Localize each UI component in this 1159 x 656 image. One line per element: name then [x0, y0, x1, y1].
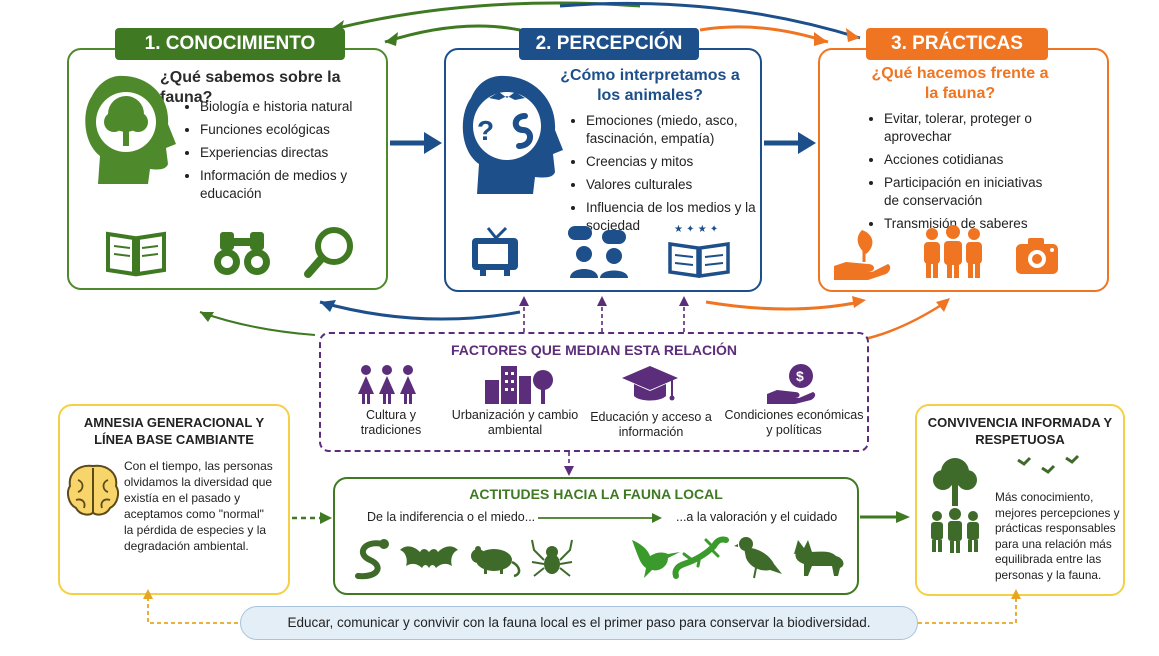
- arrow-perception-to-practices: [764, 132, 816, 154]
- list-item: Acciones cotidianas: [884, 151, 1059, 169]
- factor-culture: Cultura y tradiciones: [360, 408, 422, 437]
- top-connector-arrows: [329, 1, 861, 46]
- footer-banner: [240, 606, 918, 640]
- attitudes-panel: [333, 477, 859, 595]
- svg-text:★ ✦ ★ ✦: ★ ✦ ★ ✦: [674, 224, 718, 235]
- list-item: Influencia de los medios y la sociedad: [586, 199, 766, 235]
- practices-list: Evitar, tolerar, proteger o aprovechar A…: [870, 110, 1059, 238]
- factor-urbanization: Urbanización y cambio ambiental: [451, 408, 579, 437]
- head-tree-icon: [85, 75, 176, 184]
- list-item: Funciones ecológicas: [200, 121, 390, 139]
- coexistence-title: CONVIVENCIA INFORMADA Y RESPETUOSA: [927, 415, 1113, 447]
- amnesia-to-attitudes-arrow: [292, 512, 332, 524]
- head-thought-icon: ?: [462, 75, 563, 194]
- svg-text:$: $: [796, 368, 804, 384]
- fox-icon: [794, 540, 844, 576]
- amnesia-text: Con el tiempo, las personas olvidamos la…: [124, 459, 273, 553]
- brain-icon: [67, 464, 119, 516]
- attitudes-to: ...a la valoración y el cuidado: [676, 510, 838, 524]
- hand-plant-icon: [834, 230, 891, 280]
- gecko-icon: [672, 536, 729, 579]
- svg-text:?: ?: [477, 115, 494, 146]
- hummingbird-icon: [632, 540, 680, 578]
- perception-question: ¿Cómo interpretamos a los animales?: [560, 67, 740, 104]
- list-item: Participación en iniciativas de conserva…: [884, 174, 1059, 210]
- footer-text: Educar, comunicar y convivir con la faun…: [287, 615, 871, 630]
- list-item: Creencias y mitos: [586, 153, 766, 171]
- birds-flying-icon: [1017, 454, 1080, 474]
- camera-icon: [1016, 238, 1058, 274]
- graduation-cap-icon: [622, 366, 678, 401]
- list-item: Emociones (miedo, asco, fascinación, emp…: [586, 112, 766, 148]
- bat-icon: [400, 546, 458, 568]
- tv-icon: [472, 226, 518, 276]
- list-item: Valores culturales: [586, 176, 766, 194]
- magnifier-icon: [304, 227, 353, 278]
- footer-dashed-arrows: [143, 589, 1021, 624]
- perception-list: Emociones (miedo, asco, fascinación, emp…: [572, 112, 766, 240]
- list-item: Transmisión de saberes: [884, 215, 1059, 233]
- spider-icon: [531, 539, 573, 577]
- tree-people-icon: [931, 458, 979, 553]
- factors-title: FACTORES QUE MEDIAN ESTA RELACIÓN: [451, 342, 737, 358]
- money-hand-icon: $: [767, 364, 816, 404]
- list-item: Experiencias directas: [200, 144, 390, 162]
- rat-icon: [471, 546, 521, 578]
- conversation-icon: [568, 226, 628, 278]
- knowledge-question: ¿Qué sabemos sobre la fauna?: [160, 69, 341, 106]
- open-book-stars-icon: ★ ✦ ★ ✦: [668, 224, 730, 279]
- people-group-icon: [924, 225, 982, 278]
- attitudes-title: ACTITUDES HACIA LA FAUNA LOCAL: [469, 486, 723, 502]
- knowledge-header: 1. CONOCIMIENTO: [115, 28, 345, 60]
- snake-icon: [355, 539, 389, 580]
- practices-header: 3. PRÁCTICAS: [866, 28, 1048, 60]
- factor-education: Educación y acceso a información: [590, 410, 712, 439]
- list-item: Evitar, tolerar, proteger o aprovechar: [884, 110, 1059, 146]
- book-icon: [106, 231, 166, 277]
- people-culture-icon: [358, 365, 416, 404]
- amnesia-title: AMNESIA GENERACIONAL Y LÍNEA BASE CAMBIA…: [83, 415, 265, 447]
- attitudes-transition-arrow: [538, 513, 662, 523]
- coexistence-panel: [915, 404, 1125, 596]
- list-item: Información de medios y educación: [200, 167, 390, 203]
- city-tree-icon: [485, 366, 553, 404]
- list-item: Biología e historia natural: [200, 98, 390, 116]
- feedback-arrows: [199, 296, 950, 342]
- attitudes-from: De la indiferencia o el miedo...: [367, 510, 536, 524]
- factor-economic: Condiciones económicas y políticas: [724, 408, 864, 437]
- attitudes-to-coexistence-arrow: [860, 511, 910, 523]
- coexistence-text: Más conocimiento, mejores percepciones y…: [995, 490, 1120, 582]
- bird-icon: [734, 537, 782, 579]
- arrow-knowledge-to-perception: [390, 132, 442, 154]
- perception-header: 2. PERCEPCIÓN: [519, 28, 699, 60]
- practices-question: ¿Qué hacemos frente a la fauna?: [871, 65, 1049, 102]
- binoculars-icon: [214, 232, 270, 275]
- knowledge-list: Biología e historia natural Funciones ec…: [186, 98, 390, 208]
- factors-to-attitudes-arrow: [564, 452, 574, 476]
